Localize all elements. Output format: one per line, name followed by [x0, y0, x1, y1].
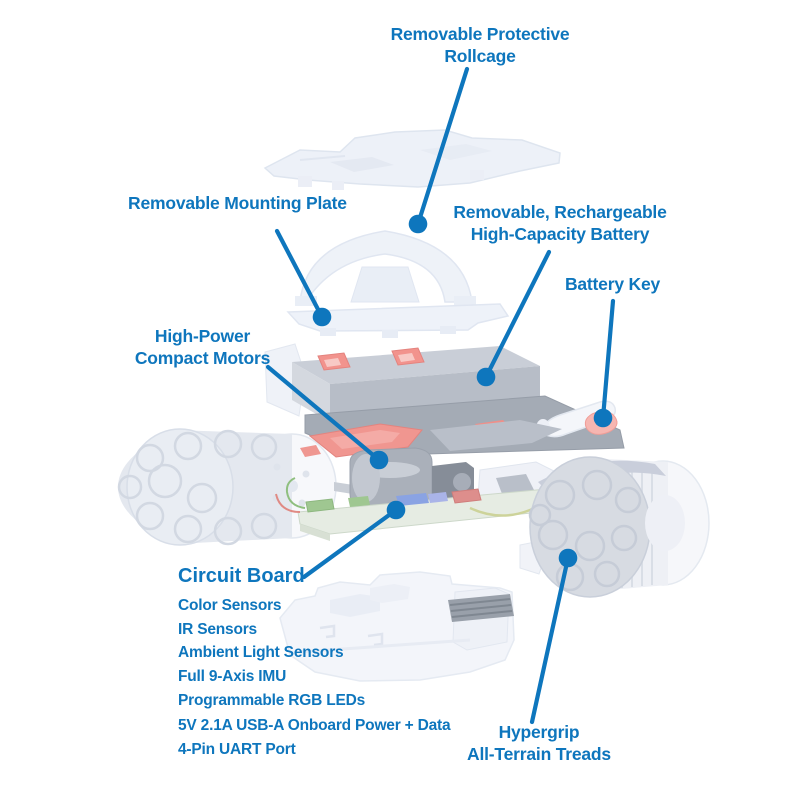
rollcage-arch-part	[295, 230, 476, 306]
leader-line-rollcage	[415, 66, 470, 227]
circuit-board-feature-item: 5V 2.1A USB-A Onboard Power + Data	[178, 716, 451, 734]
leader-dot-treads	[558, 548, 578, 568]
leader-dot-key	[593, 408, 613, 428]
leader-line-treads	[529, 555, 571, 725]
circuit-board-feature-item: Ambient Light Sensors	[178, 644, 344, 661]
circuit-board-feature-item: Programmable RGB LEDs	[178, 692, 366, 709]
leader-dot-mounting	[312, 307, 332, 327]
leader-dot-battery	[476, 367, 496, 387]
leader-dot-motors	[369, 450, 389, 470]
leader-dot-rollcage	[408, 214, 428, 234]
circuit-board-feature-item: Full 9-Axis IMU	[178, 667, 287, 685]
leader-dot-circuit	[386, 500, 406, 520]
leader-line-key	[600, 298, 616, 421]
leader-line-mounting	[274, 228, 325, 320]
label-mounting-plate: Removable Mounting Plate	[128, 193, 347, 213]
circuit-board-feature-item: IR Sensors	[178, 620, 257, 638]
leader-line-battery	[483, 249, 552, 380]
rollcage-part	[263, 129, 561, 190]
label-battery-key: Battery Key	[564, 274, 661, 294]
mounting-plate-part	[286, 303, 510, 338]
label-circuit-board-heading: Circuit Board	[178, 565, 305, 587]
leader-line-motors	[265, 364, 382, 463]
circuit-board-feature-item: Color Sensors	[178, 597, 282, 614]
leader-line-circuit	[301, 507, 399, 580]
right-tread-part	[519, 456, 710, 598]
chassis-part	[279, 571, 515, 682]
circuit-board-feature-item: 4-Pin UART Port	[178, 741, 296, 758]
